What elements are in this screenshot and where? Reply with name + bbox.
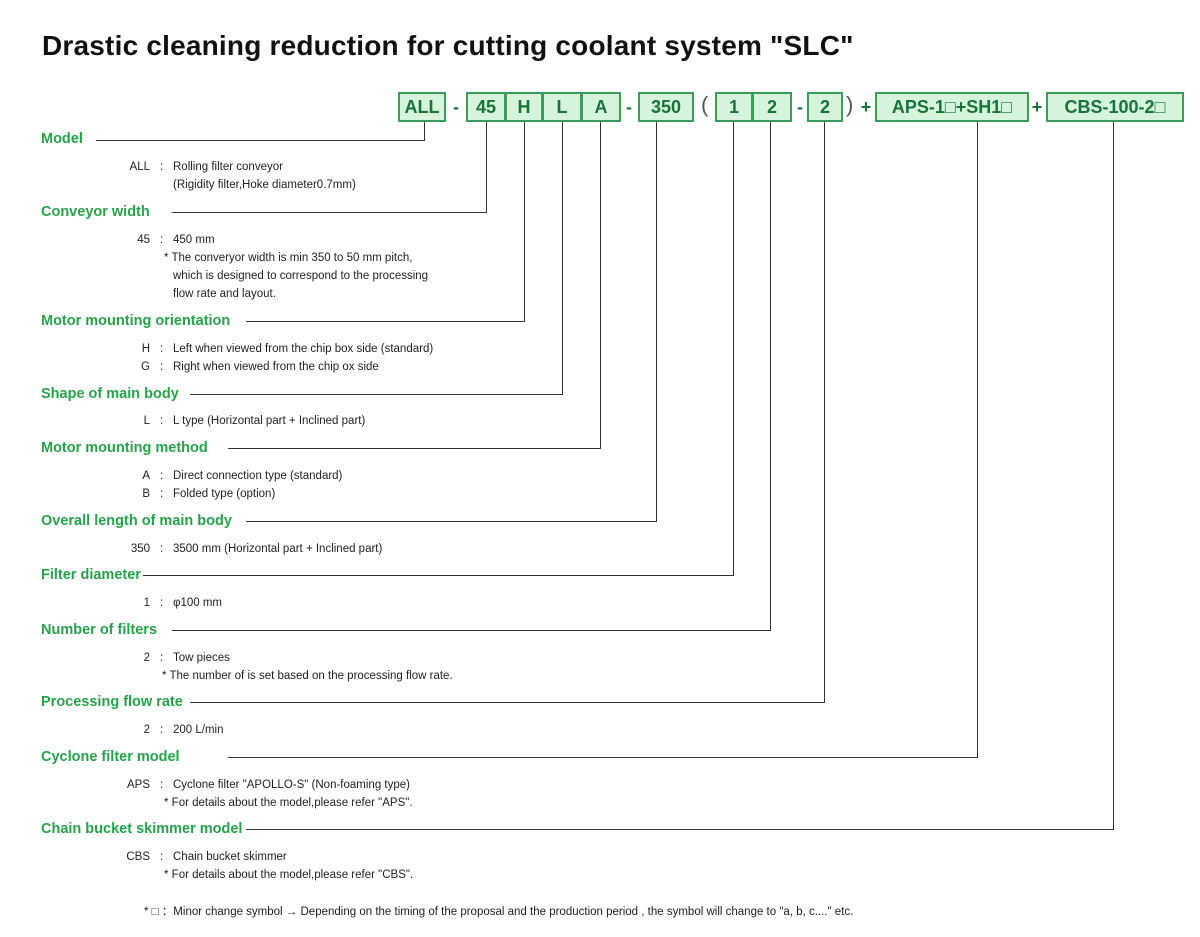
colon: : — [160, 597, 164, 609]
method-desc-b: Folded type (option) — [173, 488, 276, 500]
code-box-filter-number: 2 — [752, 92, 792, 122]
code-box-aps: APS-1□+SH1□ — [875, 92, 1029, 122]
method-desc-a: Direct connection type (standard) — [173, 470, 343, 482]
width-desc-1: 450 mm — [173, 234, 215, 246]
connector-filter-num-h — [172, 630, 771, 631]
colon: : — [160, 234, 164, 246]
orient-desc-g: Right when viewed from the chip ox side — [173, 361, 379, 373]
connector-orient-v — [524, 122, 525, 322]
width-desc-4: flow rate and layout. — [173, 288, 276, 300]
orient-key-g: G — [141, 361, 150, 373]
connector-model-h — [96, 140, 425, 141]
cyclone-desc-2: * For details about the model,please ref… — [164, 797, 413, 809]
code-box-flow-rate: 2 — [807, 92, 843, 122]
colon: : — [160, 652, 164, 664]
code-dash: - — [453, 97, 459, 117]
code-box-shape: L — [542, 92, 582, 122]
section-model: Model — [41, 131, 85, 147]
colon: : — [160, 779, 164, 791]
connector-shape-h — [190, 394, 563, 395]
length-desc: 3500 mm (Horizontal part + Inclined part… — [173, 543, 383, 555]
connector-filter-num-v — [770, 122, 771, 631]
connector-width-h — [172, 212, 487, 213]
connector-orient-h — [246, 321, 525, 322]
colon: : — [160, 361, 164, 373]
connector-filter-dia-v — [733, 122, 734, 576]
flow-key: 2 — [143, 724, 150, 736]
code-box-motor-orientation: H — [505, 92, 543, 122]
code-paren-close: ) — [846, 92, 854, 117]
connector-shape-v — [562, 122, 563, 395]
page-title: Drastic cleaning reduction for cutting c… — [42, 30, 854, 61]
length-key: 350 — [130, 543, 150, 555]
colon: : — [160, 488, 164, 500]
section-shape: Shape of main body — [41, 386, 181, 402]
orient-desc-h: Left when viewed from the chip box side … — [173, 343, 434, 355]
code-dash: - — [626, 97, 632, 117]
chain-desc-2: * For details about the model,please ref… — [164, 869, 414, 881]
code-plus: + — [1031, 97, 1043, 117]
model-desc-2: (Rigidity filter,Hoke diameter0.7mm) — [173, 179, 356, 191]
code-box-filter-diameter: 1 — [715, 92, 753, 122]
section-motor-method: Motor mounting method — [41, 440, 210, 456]
connector-chain-h — [246, 829, 1114, 830]
width-desc-2: * The converyor width is min 350 to 50 m… — [164, 252, 413, 264]
chain-desc-1: Chain bucket skimmer — [173, 851, 287, 863]
colon: : — [160, 851, 164, 863]
connector-method-v — [600, 122, 601, 449]
connector-length-h — [246, 521, 657, 522]
code-box-length: 350 — [638, 92, 694, 122]
section-overall-length: Overall length of main body — [41, 513, 234, 529]
colon: : — [160, 161, 164, 173]
model-desc-1: Rolling filter conveyor — [173, 161, 283, 173]
code-plus: + — [860, 97, 872, 117]
section-cyclone: Cyclone filter model — [41, 749, 182, 765]
cyclone-key: APS — [126, 779, 150, 791]
code-paren-open: ( — [701, 92, 709, 117]
connector-flow-h — [190, 702, 825, 703]
section-chain-bucket: Chain bucket skimmer model — [41, 821, 245, 837]
code-box-width: 45 — [466, 92, 506, 122]
shape-desc: L type (Horizontal part + Inclined part) — [173, 415, 366, 427]
method-key-b: B — [142, 488, 150, 500]
shape-key: L — [143, 415, 150, 427]
connector-width-v — [486, 122, 487, 213]
code-box-cbs: CBS-100-2□ — [1046, 92, 1184, 122]
colon: : — [160, 343, 164, 355]
section-flow-rate: Processing flow rate — [41, 694, 185, 710]
colon: : — [160, 543, 164, 555]
cyclone-desc-1: Cyclone filter "APOLLO-S" (Non-foaming t… — [173, 779, 410, 791]
connector-cyclone-h — [228, 757, 978, 758]
connector-length-v — [656, 122, 657, 522]
model-key: ALL — [129, 161, 150, 173]
colon: : — [160, 470, 164, 482]
footnote: * □ ：Minor change symbol → Depending on … — [144, 906, 854, 918]
filter-num-desc-1: Tow pieces — [173, 652, 230, 664]
connector-chain-v — [1113, 122, 1114, 830]
connector-cyclone-v — [977, 122, 978, 758]
chain-key: CBS — [126, 851, 150, 863]
code-box-motor-method: A — [581, 92, 621, 122]
flow-desc: 200 L/min — [173, 724, 224, 736]
connector-method-h — [228, 448, 601, 449]
filter-dia-key: 1 — [143, 597, 150, 609]
filter-dia-desc: φ100 mm — [173, 597, 222, 609]
colon: : — [160, 724, 164, 736]
section-filter-number: Number of filters — [41, 622, 160, 638]
code-box-all: ALL — [398, 92, 446, 122]
width-desc-3: which is designed to correspond to the p… — [173, 270, 429, 282]
orient-key-h: H — [141, 343, 150, 355]
section-motor-orientation: Motor mounting orientation — [41, 313, 233, 329]
code-dash: - — [797, 97, 803, 117]
section-conveyor-width: Conveyor width — [41, 204, 152, 220]
method-key-a: A — [142, 470, 150, 482]
section-filter-diameter: Filter diameter — [41, 567, 143, 583]
connector-filter-dia-h — [130, 575, 734, 576]
filter-num-desc-2: * The number of is set based on the proc… — [162, 670, 453, 682]
colon: : — [160, 415, 164, 427]
connector-model-v — [424, 122, 425, 141]
filter-num-key: 2 — [143, 652, 150, 664]
connector-flow-v — [824, 122, 825, 703]
width-key: 45 — [137, 234, 150, 246]
